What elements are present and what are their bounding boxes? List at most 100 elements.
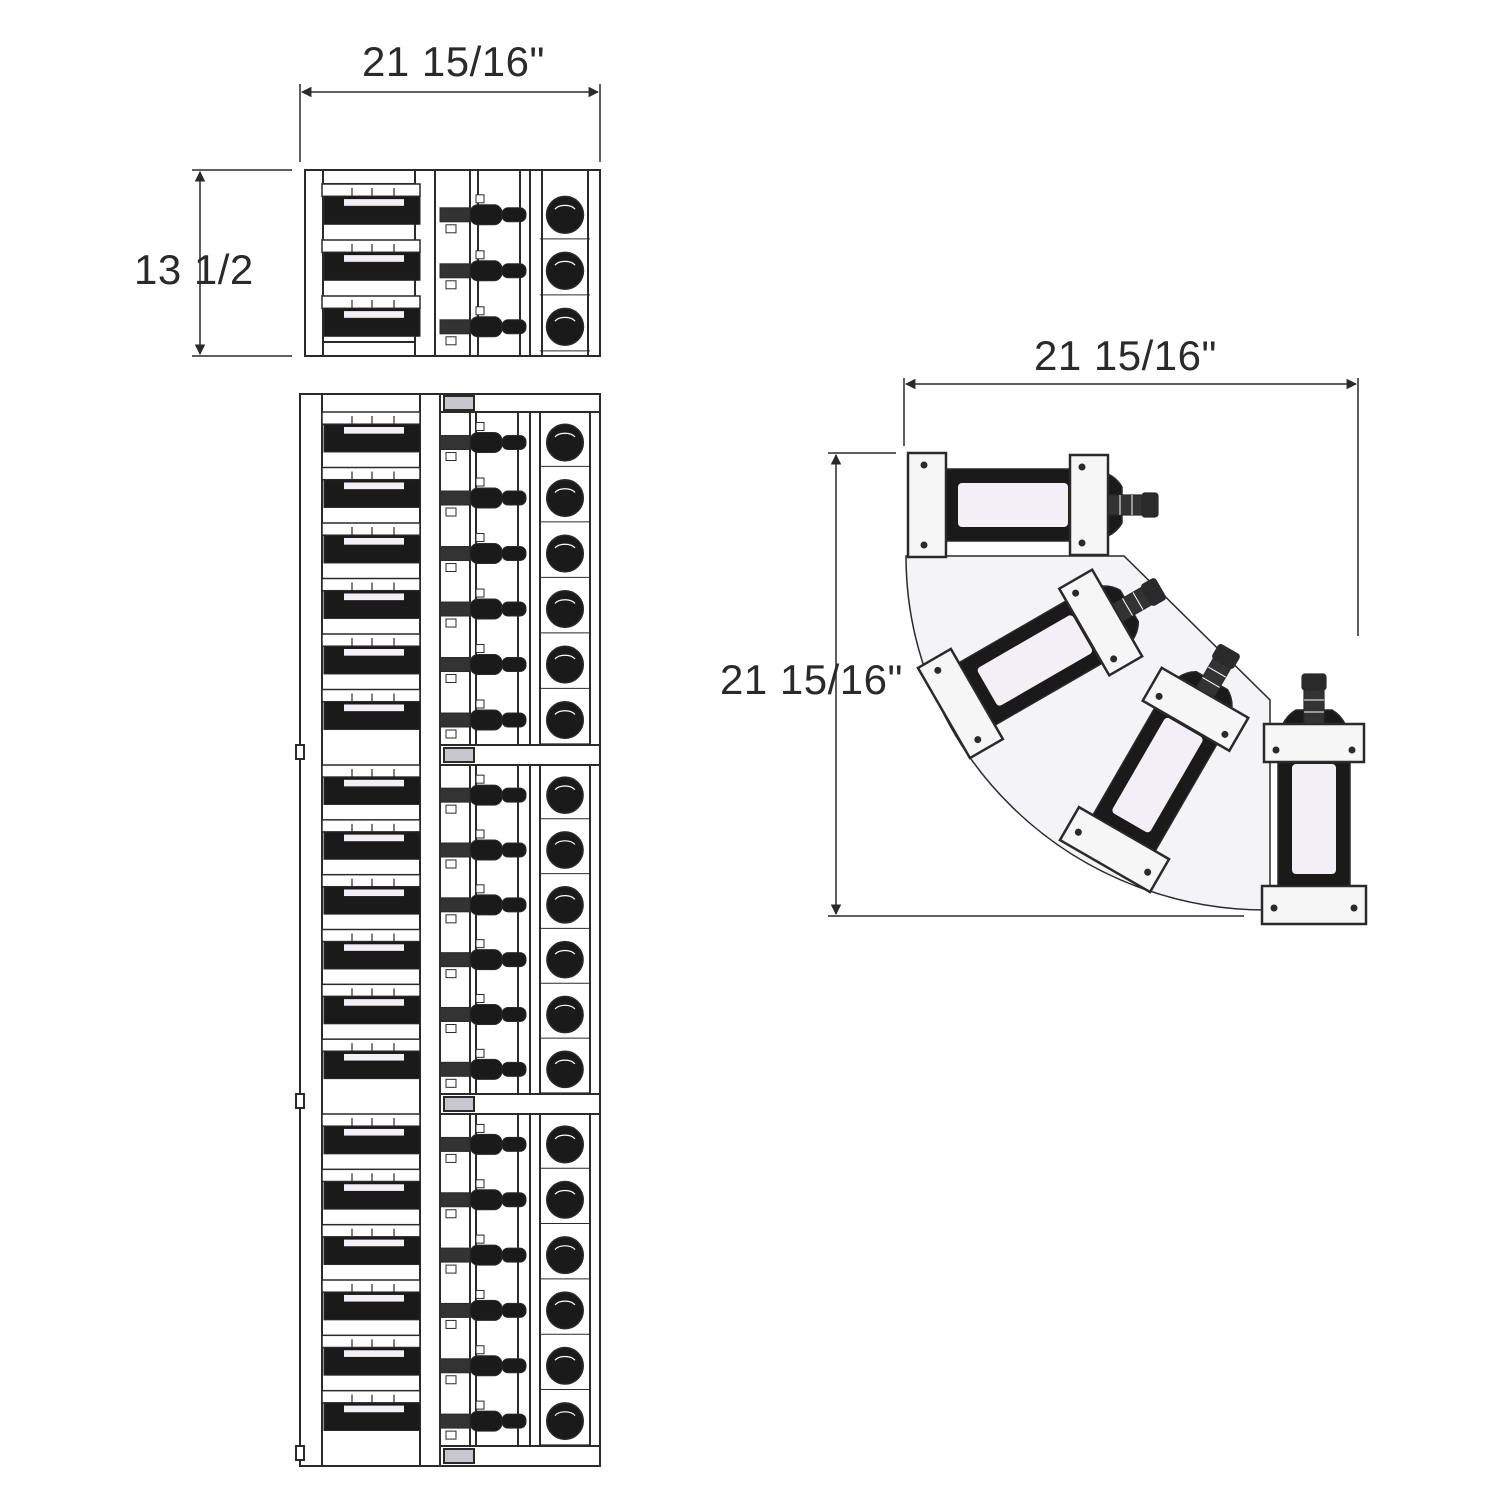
bottle-neck (439, 1061, 471, 1077)
rack-slat (321, 819, 421, 833)
bottle-cap (501, 435, 527, 451)
bottle-label (344, 311, 404, 318)
screw (1270, 904, 1278, 912)
bottle-shoulder (469, 1058, 503, 1080)
neck-band (1132, 592, 1144, 610)
top-height-label: 13 1/2 (134, 246, 254, 293)
front-view (295, 393, 601, 1467)
bottle-highlight (554, 840, 576, 845)
bottle-highlight (554, 949, 576, 955)
peg-clip (445, 1375, 457, 1385)
bottle-end (546, 995, 584, 1034)
peg-clip (445, 336, 457, 346)
bottle-end (545, 1180, 585, 1219)
rack-row (321, 1334, 590, 1391)
bottle-end (545, 1236, 585, 1275)
bottle-highlight (554, 316, 576, 322)
bottle-end (545, 700, 585, 740)
peg-clip (475, 1234, 485, 1244)
bottle-neck (439, 1247, 471, 1263)
bottle-cap (501, 319, 527, 335)
bottle-highlight (554, 654, 576, 660)
bottle-label (344, 482, 404, 490)
rack-row (321, 466, 590, 523)
rack-row (321, 239, 590, 296)
rack-slat (321, 688, 421, 703)
top-rack-rows (321, 183, 590, 352)
bottle-label (344, 1128, 404, 1136)
bottle-label (344, 1053, 404, 1061)
rack-row (321, 873, 590, 929)
bottle-cap (501, 1302, 527, 1318)
front-rack-rows (321, 411, 590, 1446)
peg-clip (445, 914, 457, 924)
peg-clip (475, 1123, 485, 1133)
peg-clip (475, 588, 485, 598)
bottle-shoulder (469, 1133, 503, 1155)
screw (934, 666, 942, 674)
bottle-end (546, 1050, 584, 1089)
bottle-neck (439, 952, 471, 968)
bottle-cap (501, 952, 527, 968)
bottle-highlight (554, 1245, 576, 1250)
peg-clip (445, 563, 457, 573)
rack-slat (321, 1113, 421, 1127)
bottle-shoulder (469, 654, 503, 676)
screw (1155, 692, 1163, 700)
rack-slat (321, 873, 421, 888)
bottle-label (344, 537, 404, 545)
bottle-end (545, 589, 585, 629)
bottle-end (545, 1402, 585, 1441)
bottle-label (344, 426, 404, 434)
bottle-shoulder (469, 543, 503, 565)
arm-front-plate (1068, 453, 1110, 557)
screw (974, 736, 982, 744)
bottle-shoulder (469, 839, 503, 861)
peg-clip (475, 884, 485, 894)
arm-back-plate (906, 451, 948, 559)
rack-row (321, 522, 590, 578)
screw (1221, 730, 1229, 738)
bottle-shoulder (469, 1410, 503, 1432)
bottle-label (344, 889, 404, 897)
bottle-neck (439, 319, 471, 335)
corner-arm (1058, 644, 1251, 894)
rack-row (321, 577, 590, 634)
screw (1110, 655, 1118, 663)
corner-arms (906, 451, 1368, 926)
bottle-end (545, 307, 585, 347)
bottle-highlight (554, 1300, 576, 1306)
screw (1144, 868, 1152, 876)
bottle-neck (439, 546, 471, 562)
front-rack-frame (299, 393, 601, 1467)
bottle-end (545, 534, 585, 573)
arm-bottle-cap (1212, 644, 1240, 669)
bottle-neck (439, 712, 471, 728)
peg-clip (445, 674, 457, 684)
arm-bottle-label (958, 483, 1068, 527)
bottle-cap (501, 601, 527, 617)
peg-clip (445, 1209, 457, 1219)
bottle-neck (439, 435, 471, 451)
peg-clip (445, 1264, 457, 1274)
bottle-highlight (554, 260, 576, 266)
bottle-shoulder (469, 1299, 503, 1321)
peg-clip (475, 422, 485, 432)
bottle-end (546, 831, 584, 869)
rack-row (321, 411, 590, 467)
bottle-label (344, 648, 404, 656)
bottle-end (545, 251, 585, 291)
bottle-highlight (554, 1189, 576, 1195)
rack-row (321, 1389, 590, 1446)
bottle-cap (501, 1006, 527, 1022)
bottle-shoulder (469, 1355, 503, 1377)
peg-clip (475, 306, 485, 316)
peg-clip (475, 1400, 485, 1410)
front-section-dividers (295, 393, 601, 1467)
peg-clip (445, 618, 457, 628)
rack-slat (321, 1389, 421, 1404)
bottle-cap (501, 1358, 527, 1374)
peg-clip (475, 194, 485, 204)
bottle-shoulder (469, 487, 503, 509)
peg-clip (445, 1430, 457, 1440)
